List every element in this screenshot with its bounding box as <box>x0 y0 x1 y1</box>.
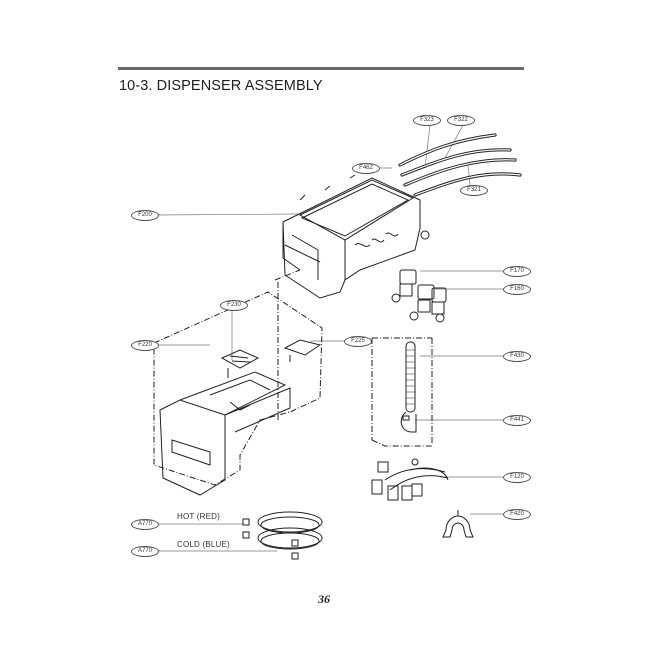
callout-f420: F420 <box>503 509 531 520</box>
drawer-outline <box>153 269 433 486</box>
callout-f441: F441 <box>503 415 531 426</box>
cold-hose-label: COLD (BLUE) <box>177 540 230 549</box>
tubes <box>398 133 522 197</box>
callout-f322: F322 <box>447 115 475 126</box>
hose-bracket <box>442 510 474 538</box>
callout-f323: F323 <box>413 115 441 126</box>
callout-f160: F160 <box>503 284 531 295</box>
dispenser-housing <box>282 174 430 299</box>
callout-a770-cold: A770 <box>131 546 159 557</box>
callout-a770-hot: A770 <box>131 519 159 530</box>
callout-f462: F462 <box>352 163 380 174</box>
water-valves <box>391 269 447 323</box>
inlet-hoses <box>242 511 323 560</box>
callout-f230: F230 <box>220 300 248 311</box>
page-number: 36 <box>318 592 330 606</box>
drain-hose <box>400 341 417 433</box>
callout-f225: F225 <box>344 336 372 347</box>
callout-f220: F220 <box>131 340 159 351</box>
dispenser-drawer <box>159 371 291 496</box>
hot-hose-label: HOT (RED) <box>177 512 220 521</box>
callout-f321: F321 <box>460 185 488 196</box>
siphon-cap-f230 <box>220 349 260 378</box>
callout-f430: F430 <box>503 351 531 362</box>
header-rule <box>118 67 524 70</box>
section-title: 10-3. DISPENSER ASSEMBLY <box>119 78 323 94</box>
wire-harness <box>371 458 449 501</box>
callout-f200: F200 <box>131 210 159 221</box>
leader-lines <box>156 124 503 552</box>
callout-f120: F120 <box>503 472 531 483</box>
callout-f170: F170 <box>503 266 531 277</box>
siphon-cap-f225 <box>283 339 322 362</box>
